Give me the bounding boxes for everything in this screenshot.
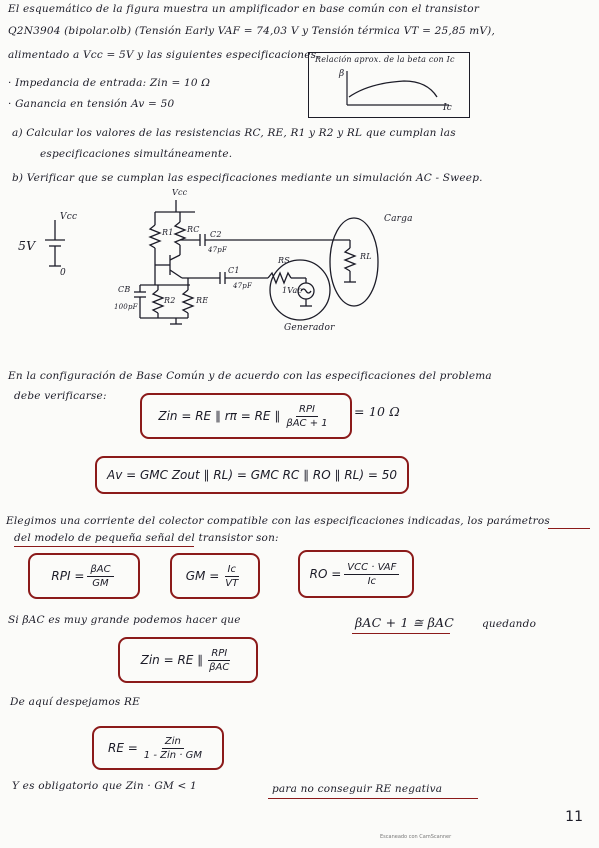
ro-num: VCC · VAF [344,562,400,575]
spec-gain: · Ganancia en tensión Av = 50 [8,98,175,110]
beta-sketch-box: Relación aprox. de la beta con Ic β Ic [308,52,470,118]
label-carga: Carga [384,214,413,224]
zin2-den: βAC [209,661,230,673]
paragraph-4: De aquí despejamos RE [10,696,140,708]
circuit-vcc-node: Vcc [172,188,188,197]
eq-zin-num: RPI [296,404,318,417]
question-a-line-1: a) Calcular los valores de las resistenc… [12,127,456,139]
label-rc: RC [187,225,200,234]
label-re: RE [196,296,209,305]
rpi-lhs: RPI = [51,569,85,583]
paragraph-5: Y es obligatorio que Zin · GM < 1 [12,780,197,792]
label-c2-value: 47pF [208,246,228,254]
beta-curve-plot [346,71,449,106]
scanner-footer: Escaneado con CamScanner [380,834,452,840]
ro-den: Ic [367,575,377,587]
underline-modelo [14,546,194,547]
question-b: b) Verificar que se cumplan las especifi… [12,172,483,184]
intro-line-2: Q2N3904 (bipolar.olb) (Tensión Early VAF… [8,25,496,37]
label-rl: RL [360,252,372,261]
label-vac: 1Vac [282,286,303,295]
question-a-line-2: especificaciones simultáneamente. [40,148,233,160]
eq-av: Av = GMC Zout ∥ RL) = GMC RC ∥ RO ∥ RL) … [107,468,397,482]
paragraph-2-line-1: Elegimos una corriente del colector comp… [6,515,550,527]
intro-line-3: alimentado a Vcc = 5V y las siguientes e… [8,49,320,61]
re-den: 1 - Zin · GM [143,749,202,761]
circuit-schematic [45,200,379,325]
label-c1: C1 [228,266,240,275]
gm-den: VT [225,577,239,589]
zin2-lhs: Zin = RE ∥ [140,653,204,667]
rpi-num: βAC [87,564,114,577]
label-r2: R2 [164,296,176,305]
paragraph-1-line-2: debe verificarse: [14,390,107,402]
label-c1-value: 47pF [233,282,253,290]
rpi-den: GM [92,577,109,589]
underline-negativa [268,798,478,799]
gm-num: Ic [224,564,239,577]
paragraph-2-line-2: del modelo de pequeña señal del transist… [14,532,279,544]
re-num: Zin [161,736,184,749]
circuit-vcc-label: Vcc [60,212,78,222]
eq-zin-den: βAC + 1 [286,417,328,429]
spec-impedance: · Impedancia de entrada: Zin = 10 Ω [8,77,211,89]
label-r1: R1 [162,228,174,237]
paragraph-5-end: para no conseguir RE negativa [272,783,443,795]
label-rs: RS [278,256,290,265]
underline-approx [352,633,450,634]
label-cb: CB [118,285,131,294]
gm-lhs: GM = [185,569,220,583]
intro-line-1: El esquemático de la figura muestra un a… [8,3,480,15]
re-lhs: RE = [107,741,138,755]
eq-zin-lhs: Zin = RE ∥ rπ = RE ∥ [158,409,281,423]
eq-zin-rhs: = 10 Ω [354,404,400,419]
underline-parametros [548,528,590,529]
sketch-title: Relación aprox. de la beta con Ic [315,55,455,64]
label-cb-value: 100pF [114,303,138,311]
ro-lhs: RO = [309,567,342,581]
equation-av-box: Av = GMC Zout ∥ RL) = GMC RC ∥ RO ∥ RL) … [95,456,409,494]
paragraph-3: Si βAC es muy grande podemos hacer que [8,614,241,626]
beta-approximation: βAC + 1 ≅ βAC [355,615,455,630]
circuit-ground-label: 0 [60,268,66,278]
label-generador: Generador [284,323,335,333]
paragraph-3-end: quedando [482,618,537,630]
label-c2: C2 [210,230,222,239]
page-number: 11 [565,809,583,825]
zin2-num: RPI [208,648,231,661]
paragraph-1-line-1: En la configuración de Base Común y de a… [8,370,492,382]
circuit-source-label: 5V [18,238,36,253]
sketch-y-label: β [339,69,345,79]
sketch-x-label: Ic [443,103,452,113]
